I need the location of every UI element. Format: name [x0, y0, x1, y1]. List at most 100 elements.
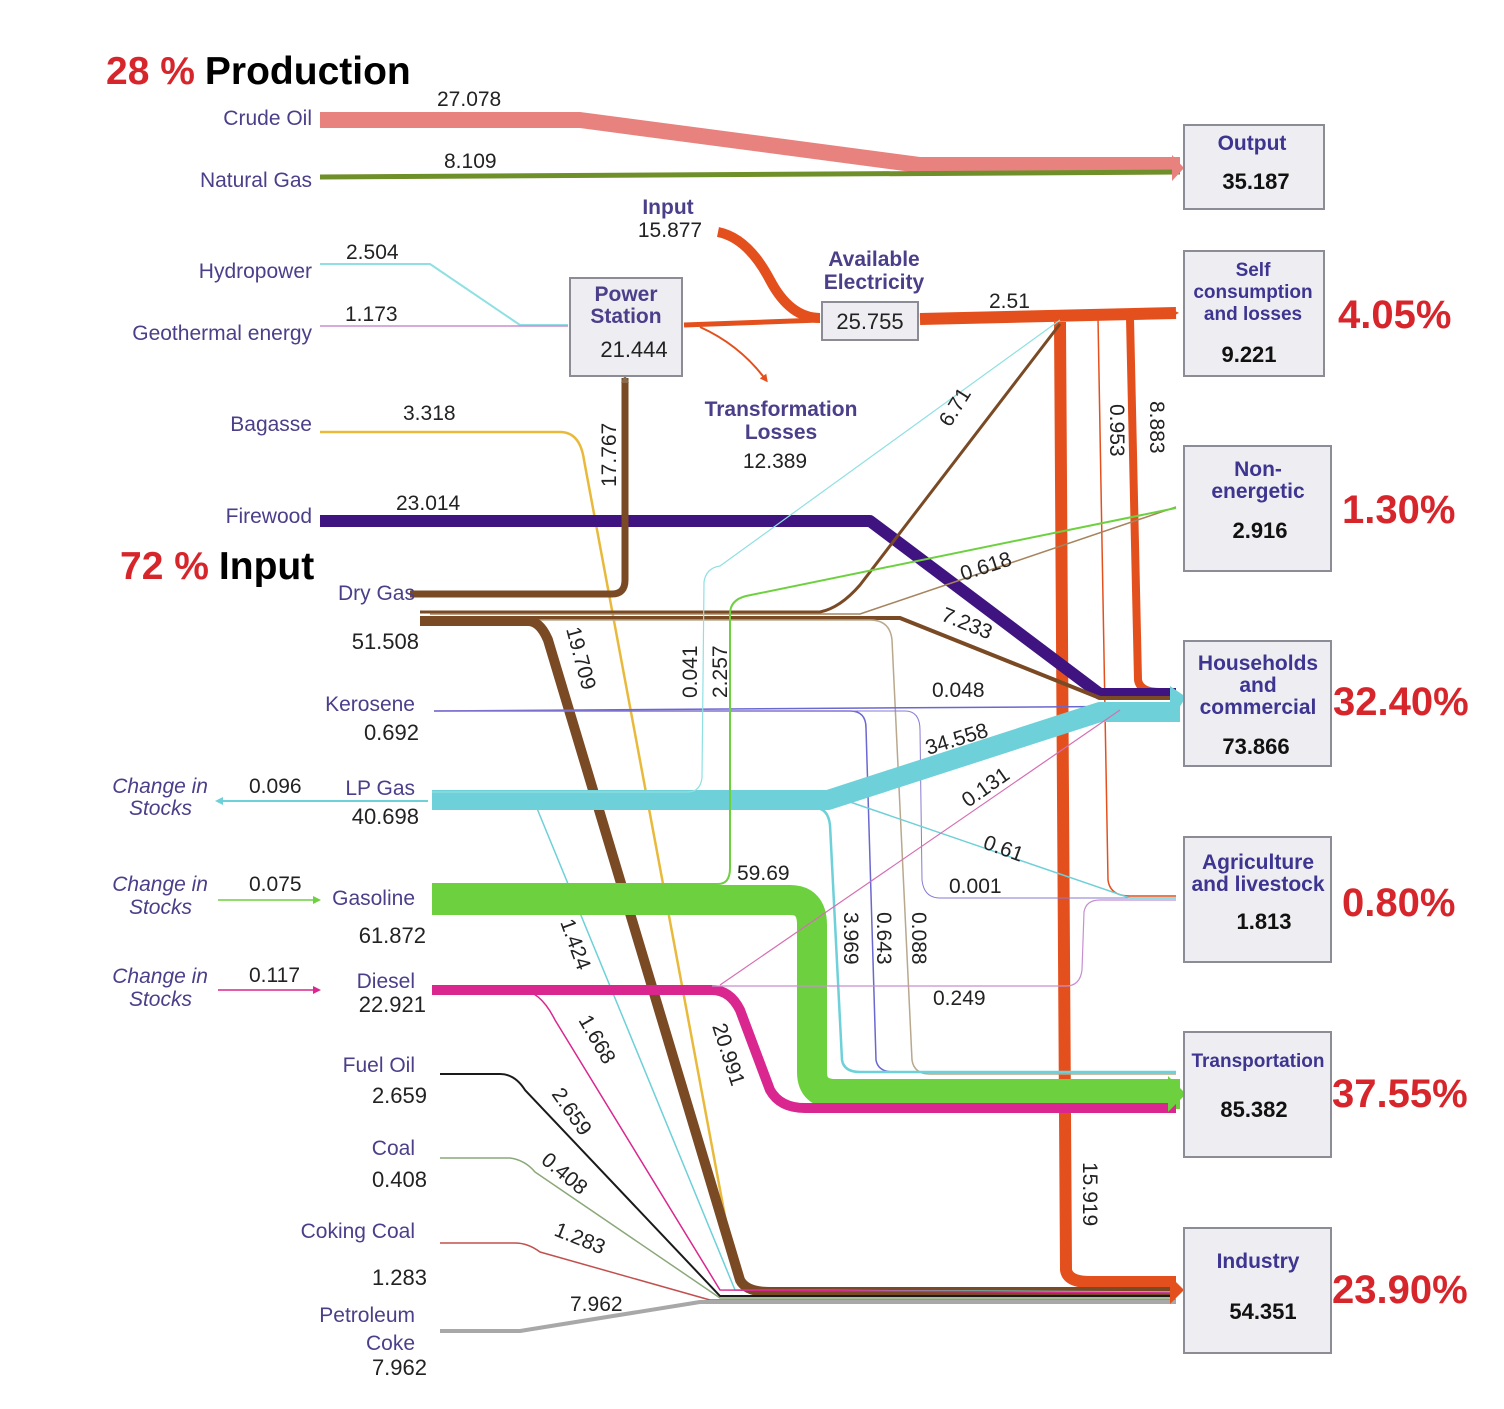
gasoline-stock-label-2: Stocks — [129, 896, 193, 919]
flow-label-gasoline-to-nonenergetic: 2.257 — [709, 645, 732, 698]
flow-label-diesel-to-households: 0.131 — [958, 763, 1014, 812]
agriculture-label-2: and livestock — [1191, 873, 1324, 896]
households-label-3: commercial — [1200, 696, 1317, 719]
flow-drygas-to-self — [420, 323, 1062, 614]
output-box — [1183, 124, 1325, 210]
flow-power-to-electricity — [683, 317, 821, 328]
transportation-value: 85.382 — [1220, 1097, 1287, 1122]
available-electricity-value: 25.755 — [836, 309, 903, 334]
flow-label-petcoke-to-industry: 7.962 — [570, 1293, 623, 1316]
lp-gas-label: LP Gas — [345, 777, 415, 800]
flow-label-drygas-to-industry: 19.709 — [561, 624, 600, 692]
flow-label-elec-to-industry: 15.919 — [1078, 1162, 1101, 1226]
output-label: Output — [1218, 132, 1287, 155]
flow-natural-gas — [319, 169, 1181, 180]
transportation-box — [1183, 1031, 1332, 1158]
non-energetic-label-2: energetic — [1211, 480, 1305, 503]
natural-gas-label: Natural Gas — [200, 169, 312, 192]
flow-kerosene-to-households — [433, 705, 1177, 712]
petroleum-coke-label-2: Coke — [366, 1332, 415, 1355]
households-label-2: and — [1239, 674, 1276, 697]
flow-lpgas-to-transport — [440, 806, 1176, 1074]
flow-petcoke-to-industry — [440, 1300, 1176, 1333]
agriculture-label-1: Agriculture — [1202, 851, 1314, 874]
crude-oil-label: Crude Oil — [223, 107, 312, 130]
flow-transformation-losses — [699, 326, 768, 383]
transformation-losses-label-1: Transformation — [705, 398, 858, 421]
flow-label-cokingcoal-to-industry: 1.283 — [551, 1218, 608, 1259]
flow-label-fueloil-to-industry: 2.659 — [547, 1084, 596, 1140]
flow-diesel-to-industry — [519, 989, 1177, 1294]
flow-label-drygas-to-self: 6.71 — [935, 384, 976, 431]
flow-drygas-to-households — [420, 616, 1176, 700]
transformation-losses-label-2: Losses — [745, 421, 817, 444]
power-station-value: 21.444 — [600, 337, 667, 362]
flow-elec-to-self — [919, 307, 1179, 325]
lpgas-stock-label-2: Stocks — [129, 797, 193, 820]
production-heading: 28 %Production — [106, 50, 411, 93]
self-consumption-label-3: and losses — [1204, 304, 1302, 325]
coal-value: 0.408 — [372, 1167, 427, 1192]
lpgas-stock-label-1: Change in — [112, 775, 208, 798]
flow-label-diesel-to-agriculture: 0.249 — [933, 987, 986, 1010]
flow-label-drygas-to-nonenergetic: 0.618 — [957, 548, 1014, 586]
flow-drygas-to-industry — [420, 616, 1176, 1297]
flow-firewood — [320, 515, 1176, 700]
non-energetic-box — [1183, 445, 1332, 572]
output-value: 35.187 — [1222, 169, 1289, 194]
input-label: Input — [642, 196, 693, 219]
firewood-value: 23.014 — [396, 492, 461, 515]
flow-coal-to-industry — [440, 1157, 1176, 1299]
flow-label-elec-to-nonenergetic: 0.953 — [1105, 404, 1128, 457]
geothermal-value: 1.173 — [345, 303, 398, 326]
flow-gasoline-to-transport — [432, 885, 1180, 1109]
flow-elec-to-households — [1126, 317, 1176, 696]
gasoline-stock-label-1: Change in — [112, 873, 208, 896]
industry-pct: 23.90% — [1332, 1268, 1468, 1312]
flow-label-gasoline-to-transport: 59.69 — [737, 862, 790, 885]
transformation-losses-value: 12.389 — [743, 450, 807, 473]
households-label-1: Households — [1198, 652, 1318, 675]
households-box — [1183, 640, 1332, 767]
coking-coal-value: 1.283 — [372, 1265, 427, 1290]
flow-diesel-to-agriculture — [712, 899, 1176, 987]
lpgas-stock-value: 0.096 — [249, 775, 302, 798]
self-consumption-box — [1183, 250, 1325, 377]
arrowhead-transport — [1168, 1076, 1186, 1112]
non-energetic-label-1: Non- — [1234, 458, 1282, 481]
flow-label-lpgas-to-industry: 1.424 — [555, 916, 595, 974]
firewood-label: Firewood — [226, 505, 312, 528]
non-energetic-pct: 1.30% — [1342, 488, 1455, 532]
industry-value: 54.351 — [1229, 1299, 1296, 1324]
flow-elec-to-industry — [1054, 321, 1176, 1288]
flow-label-drygas-to-transport: 0.088 — [907, 912, 930, 965]
fuel-oil-value: 2.659 — [372, 1083, 427, 1108]
self-consumption-pct: 4.05% — [1338, 293, 1451, 337]
lp-gas-value: 40.698 — [352, 804, 419, 829]
flow-fueloil-to-industry — [440, 1073, 1176, 1297]
flow-label-lpgas-to-agriculture: 0.61 — [980, 831, 1026, 867]
gasoline-value: 61.872 — [359, 923, 426, 948]
flow-label-drygas-to-power: 17.767 — [598, 423, 621, 487]
flow-diesel-to-households — [719, 709, 1121, 986]
flow-crude-oil — [320, 112, 1180, 173]
non-energetic-value: 2.916 — [1232, 518, 1287, 543]
hydropower-label: Hydropower — [199, 260, 312, 283]
transportation-label: Transportation — [1191, 1051, 1324, 1072]
input-value: 15.877 — [638, 219, 702, 242]
flow-lpgas-to-agriculture — [849, 801, 1176, 899]
natural-gas-value: 8.109 — [444, 150, 497, 173]
coal-label: Coal — [372, 1137, 415, 1160]
flow-label-diesel-to-industry: 1.668 — [574, 1011, 620, 1068]
flow-lpgas-to-self — [432, 319, 1061, 793]
flow-label-kerosene-to-agriculture: 0.001 — [949, 875, 1002, 898]
petroleum-coke-label-1: Petroleum — [319, 1304, 415, 1327]
dry-gas-value: 51.508 — [352, 629, 419, 654]
available-electricity-label-2: Electricity — [824, 271, 925, 294]
fuel-oil-label: Fuel Oil — [343, 1054, 415, 1077]
available-electricity-box — [821, 301, 919, 341]
arrowhead-industry — [1170, 1276, 1184, 1304]
flow-diesel-to-transport — [432, 985, 1176, 1113]
kerosene-label: Kerosene — [325, 693, 415, 716]
